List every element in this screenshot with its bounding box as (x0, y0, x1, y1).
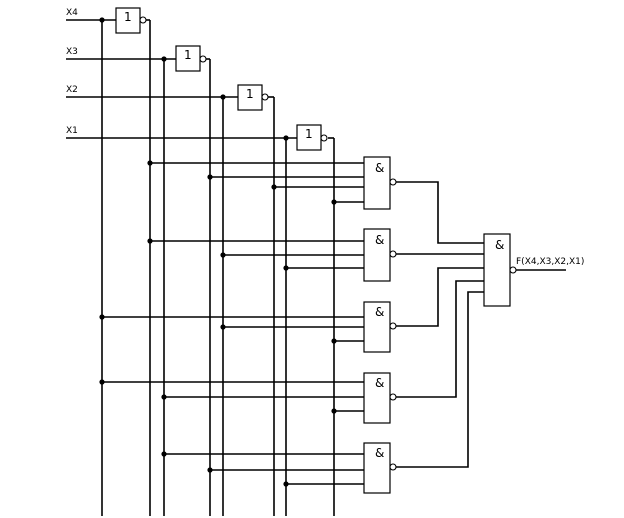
output-gate: & (483, 233, 517, 307)
and-gate-symbol: & (375, 233, 384, 247)
and-gate-3: & (99, 301, 397, 353)
and-gate-symbol: & (375, 305, 384, 319)
and-3-output-wire (396, 267, 484, 327)
input-label-x4: X4 (66, 8, 78, 18)
inversion-bubble (509, 266, 517, 274)
input-label-x2: X2 (66, 85, 78, 95)
junction-dot (99, 17, 105, 23)
not-gate-x1: 1 (296, 124, 328, 151)
inversion-bubble (389, 250, 397, 258)
and-gate-symbol: & (375, 161, 384, 175)
not-gate-symbol: 1 (305, 127, 313, 141)
junction-dot (283, 135, 289, 141)
not-gate-x3: 1 (175, 45, 207, 72)
inversion-bubble (320, 134, 328, 142)
and-gate-symbol: & (375, 376, 384, 390)
and-gate-symbol: & (375, 446, 384, 460)
inversion-bubble (389, 178, 397, 186)
not-gate-symbol: 1 (184, 48, 192, 62)
junction-dot (161, 56, 167, 62)
not-gate-x2: 1 (237, 84, 269, 111)
inversion-bubble (199, 55, 207, 63)
junction-dot (220, 94, 226, 100)
not-gate-symbol: 1 (124, 10, 132, 24)
inversion-bubble (389, 322, 397, 330)
and-gate-1: & (147, 156, 397, 210)
and-1-output-wire (396, 181, 484, 244)
output-gate-symbol: & (495, 238, 504, 252)
not-gate-x4: 1 (115, 7, 147, 34)
inversion-bubble (261, 93, 269, 101)
inversion-bubble (389, 463, 397, 471)
output-label: F(X4,X3,X2,X1) (516, 257, 584, 267)
and-4-output-wire (396, 280, 484, 398)
inversion-bubble (139, 16, 147, 24)
not-gate-symbol: 1 (246, 87, 254, 101)
input-label-x3: X3 (66, 47, 78, 57)
and-gate-2: & (147, 228, 397, 282)
and-gate-5: & (161, 442, 397, 494)
and-gate-4: & (99, 372, 397, 424)
inversion-bubble (389, 393, 397, 401)
and-5-output-wire (396, 291, 484, 468)
input-label-x1: X1 (66, 126, 78, 136)
